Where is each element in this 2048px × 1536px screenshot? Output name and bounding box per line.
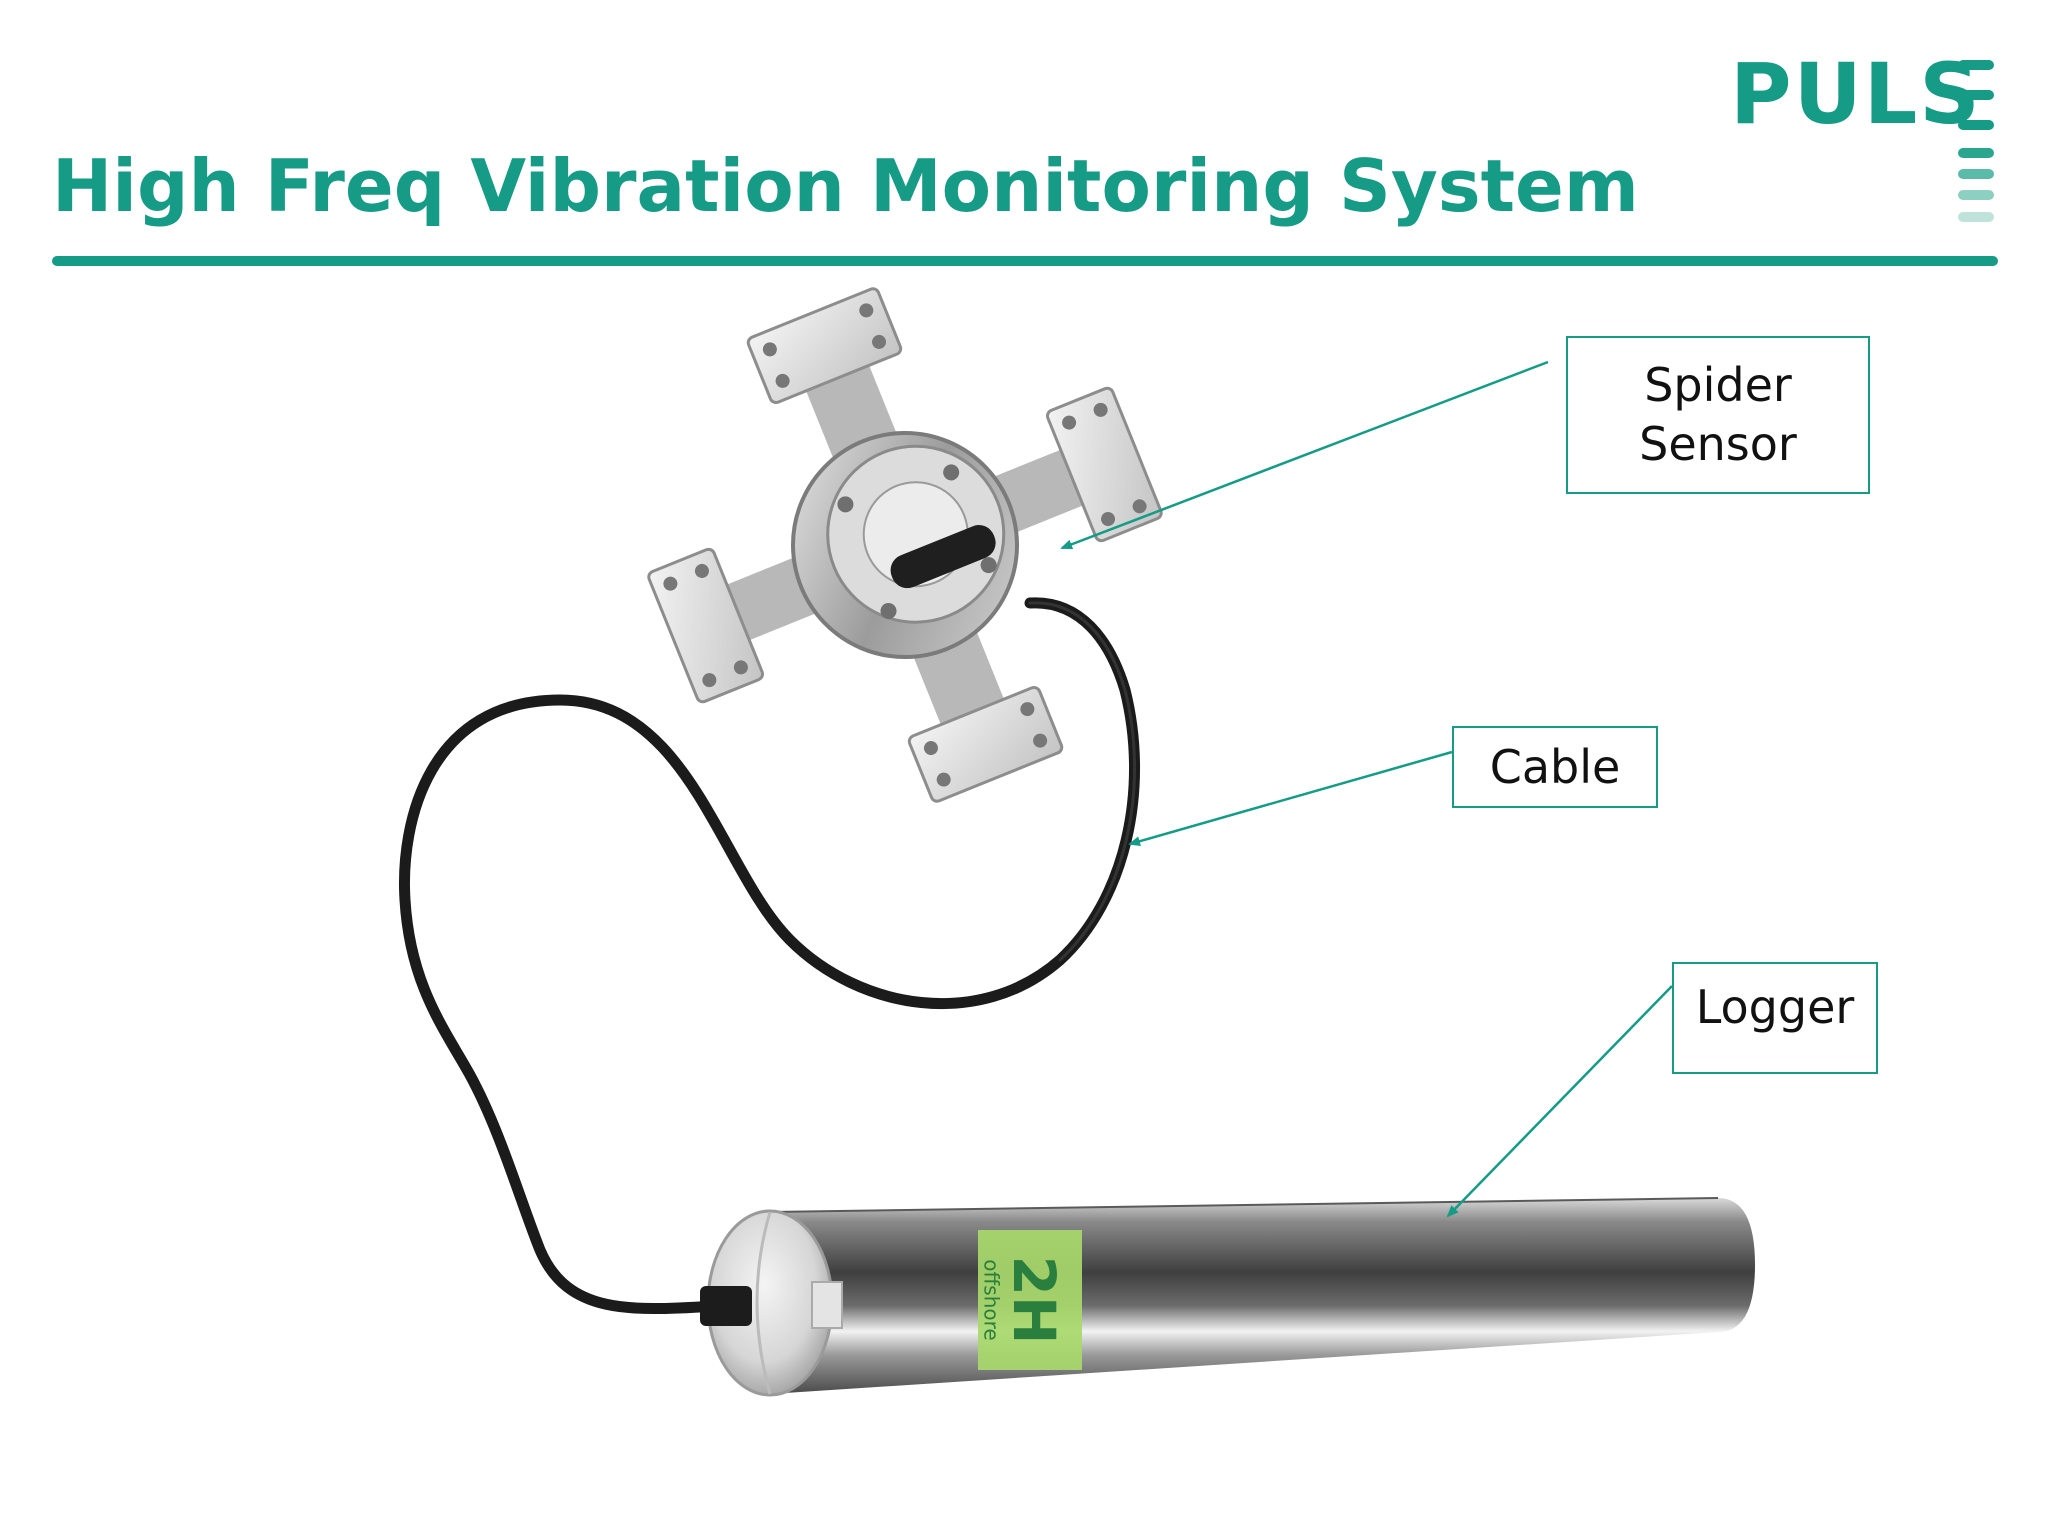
logger-pointer-arrow [1446,985,1673,1218]
slide-title: High Freq Vibration Monitoring System [52,144,1639,228]
callout-logger: Logger [1672,962,1878,1074]
logger: 2H offshore [700,1197,1755,1397]
logger-brand-label [978,1230,1082,1370]
logger-brand-subtext: offshore [980,1259,1004,1340]
logger-brand-text: 2H [1000,1256,1068,1345]
logger-connector [700,1286,752,1326]
logo-bars-icon [1958,60,1994,222]
pulse-logo: PULS [1730,52,2000,242]
callout-spider-line2: Sensor [1639,417,1797,471]
spider-sensor [647,287,1163,803]
callout-cable: Cable [1452,726,1658,808]
callout-spider-sensor: Spider Sensor [1566,336,1870,494]
callout-cable-label: Cable [1489,739,1621,794]
callout-logger-label: Logger [1695,980,1855,1034]
spider-pointer-arrow [1060,360,1549,550]
title-underline [52,256,1998,266]
cable-pointer-arrow [1128,750,1453,847]
callout-spider-line1: Spider [1644,358,1792,413]
logo-text: PULS [1730,45,1982,143]
